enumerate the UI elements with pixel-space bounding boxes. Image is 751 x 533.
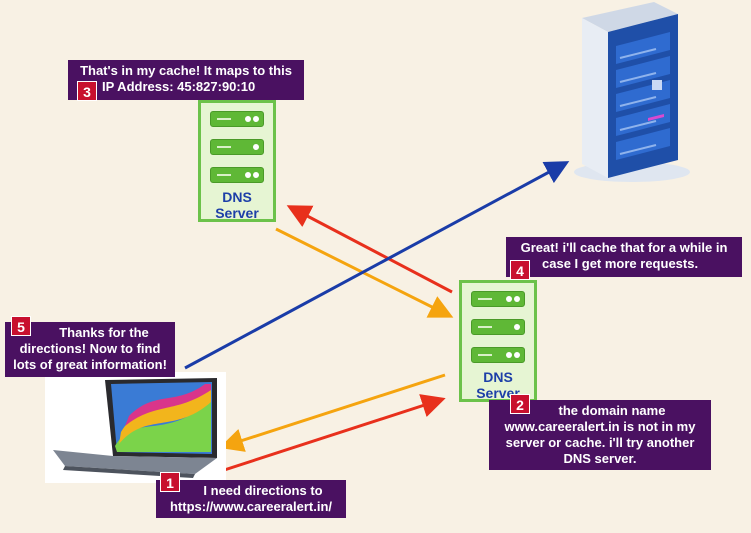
dns-label-line1: DNS — [483, 369, 513, 385]
callout-line: https://www.careeralert.in/ — [169, 499, 333, 514]
callout-line: server or cache. i'll try another — [505, 435, 695, 450]
dns-label-line1: DNS — [222, 189, 252, 205]
callout-line: That's in my cache! It maps to this — [80, 63, 292, 78]
dns-label-line2: Server — [215, 205, 259, 221]
callout-line: Great! i'll cache that for a while in — [520, 240, 728, 255]
server-unit — [471, 291, 525, 307]
dns-server-top: DNS Server — [198, 100, 276, 222]
callout-line: Thanks for the — [59, 325, 149, 340]
server-unit — [471, 347, 525, 363]
callout-line: case I get more requests. — [542, 256, 699, 271]
server-unit — [210, 139, 264, 155]
callout-line: lots of great information! — [13, 357, 167, 372]
callout-step-5: Thanks for the directions! Now to find l… — [5, 322, 175, 377]
dns-server-right: DNS Server — [459, 280, 537, 402]
step-number-1: 1 — [160, 472, 180, 492]
callout-step-1: I need directions to https://www.careera… — [156, 480, 346, 518]
step-number-3: 3 — [77, 81, 97, 101]
callout-step-3: That's in my cache! It maps to this IP A… — [68, 60, 304, 100]
callout-line: IP Address: 45:827:90:10 — [102, 79, 256, 94]
server-unit — [210, 167, 264, 183]
web-server-icon — [574, 2, 690, 182]
laptop-icon — [45, 372, 226, 483]
callout-line: directions! Now to find — [19, 341, 161, 356]
request-arrow-laptop-to-dns — [214, 394, 446, 475]
step-number-2: 2 — [510, 394, 530, 414]
web-arrow-laptop-to-server — [184, 161, 570, 370]
server-unit — [471, 319, 525, 335]
server-unit — [210, 111, 264, 127]
request-arrow-dns-to-dns — [286, 205, 453, 294]
dns-label-line2: Server — [476, 385, 520, 401]
callout-line: the domain name — [558, 403, 666, 418]
callout-line: DNS server. — [563, 451, 637, 466]
callout-step-2: the domain name www.careeralert.in is no… — [489, 400, 711, 470]
callout-line: www.careeralert.in is not in my — [504, 419, 696, 434]
step-number-4: 4 — [510, 260, 530, 280]
callout-step-4: Great! i'll cache that for a while in ca… — [506, 237, 742, 277]
response-arrow-dns-to-laptop — [219, 373, 446, 452]
callout-line: I need directions to — [203, 483, 323, 498]
step-number-5: 5 — [11, 316, 31, 336]
